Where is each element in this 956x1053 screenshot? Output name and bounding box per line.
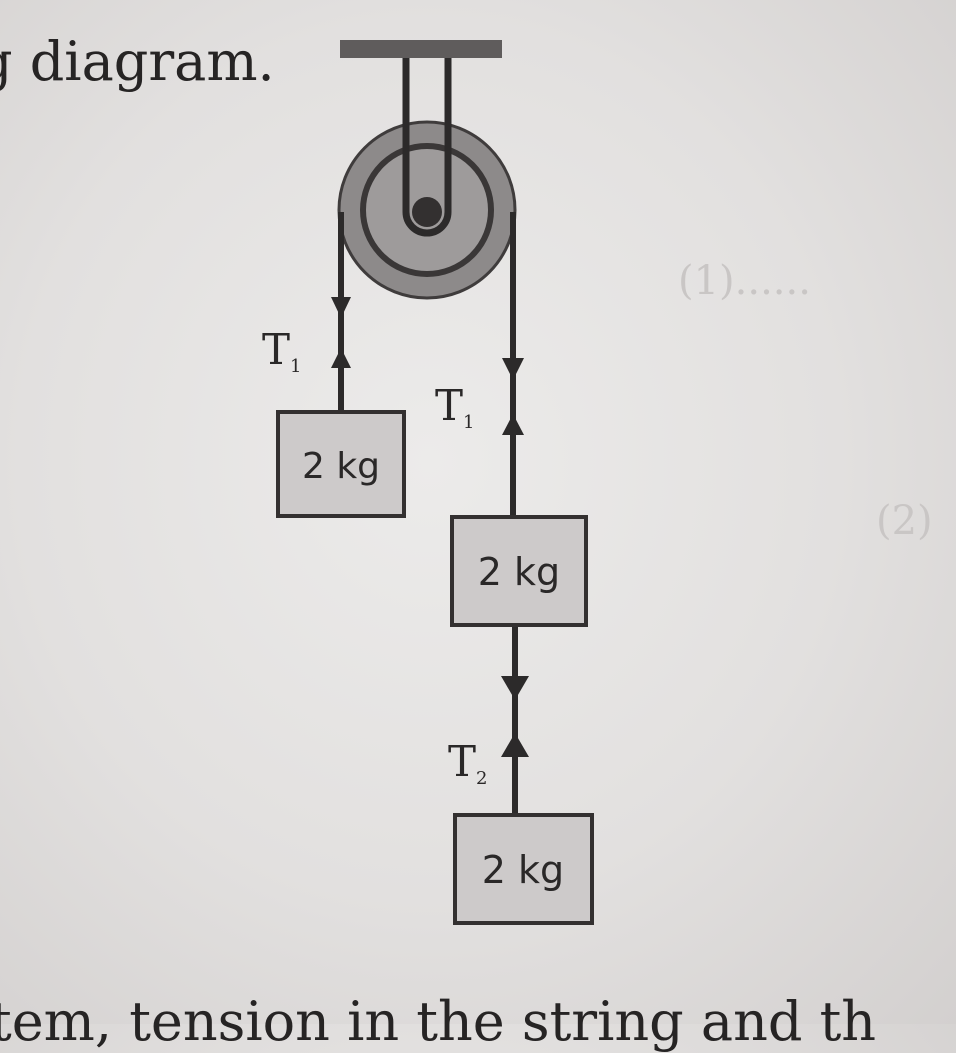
question-text-bottom: tem, tension in the string and th: [0, 990, 877, 1053]
ceiling-support: [340, 40, 502, 58]
tension-arrow-down-lower: [501, 676, 529, 700]
pulley-wheel: [337, 120, 517, 300]
tension-arrow-up-right: [502, 414, 524, 435]
tension-arrow-down-left: [331, 297, 351, 318]
tension-subscript: 1: [463, 412, 474, 433]
tension-label-right: T1: [435, 381, 474, 433]
pulley-diagram: 2 kg 2 kg 2 kg T1 T1 T2: [262, 40, 594, 925]
tension-arrow-up-lower: [501, 733, 529, 757]
tension-symbol: T: [435, 381, 463, 430]
tension-arrow-down-right: [502, 358, 524, 380]
mass-label-bottom: 2 kg: [482, 848, 564, 892]
tension-symbol: T: [262, 325, 290, 374]
tension-subscript: 1: [290, 356, 301, 377]
tension-arrow-up-left: [331, 348, 351, 368]
faint-option-1: (1)......: [678, 258, 811, 304]
tension-subscript: 2: [476, 768, 487, 789]
mass-label-left: 2 kg: [302, 446, 380, 487]
tension-symbol: T: [448, 737, 476, 786]
block-middle: [450, 515, 588, 627]
pulley-clamp: [402, 58, 452, 237]
tension-label-left: T1: [262, 325, 301, 377]
faint-option-2: (2): [876, 498, 933, 544]
block-left: [276, 410, 406, 518]
mass-label-middle: 2 kg: [478, 550, 560, 594]
question-text-top: g diagram.: [0, 30, 275, 93]
tension-label-lower: T2: [448, 737, 487, 789]
block-bottom: [453, 813, 594, 925]
